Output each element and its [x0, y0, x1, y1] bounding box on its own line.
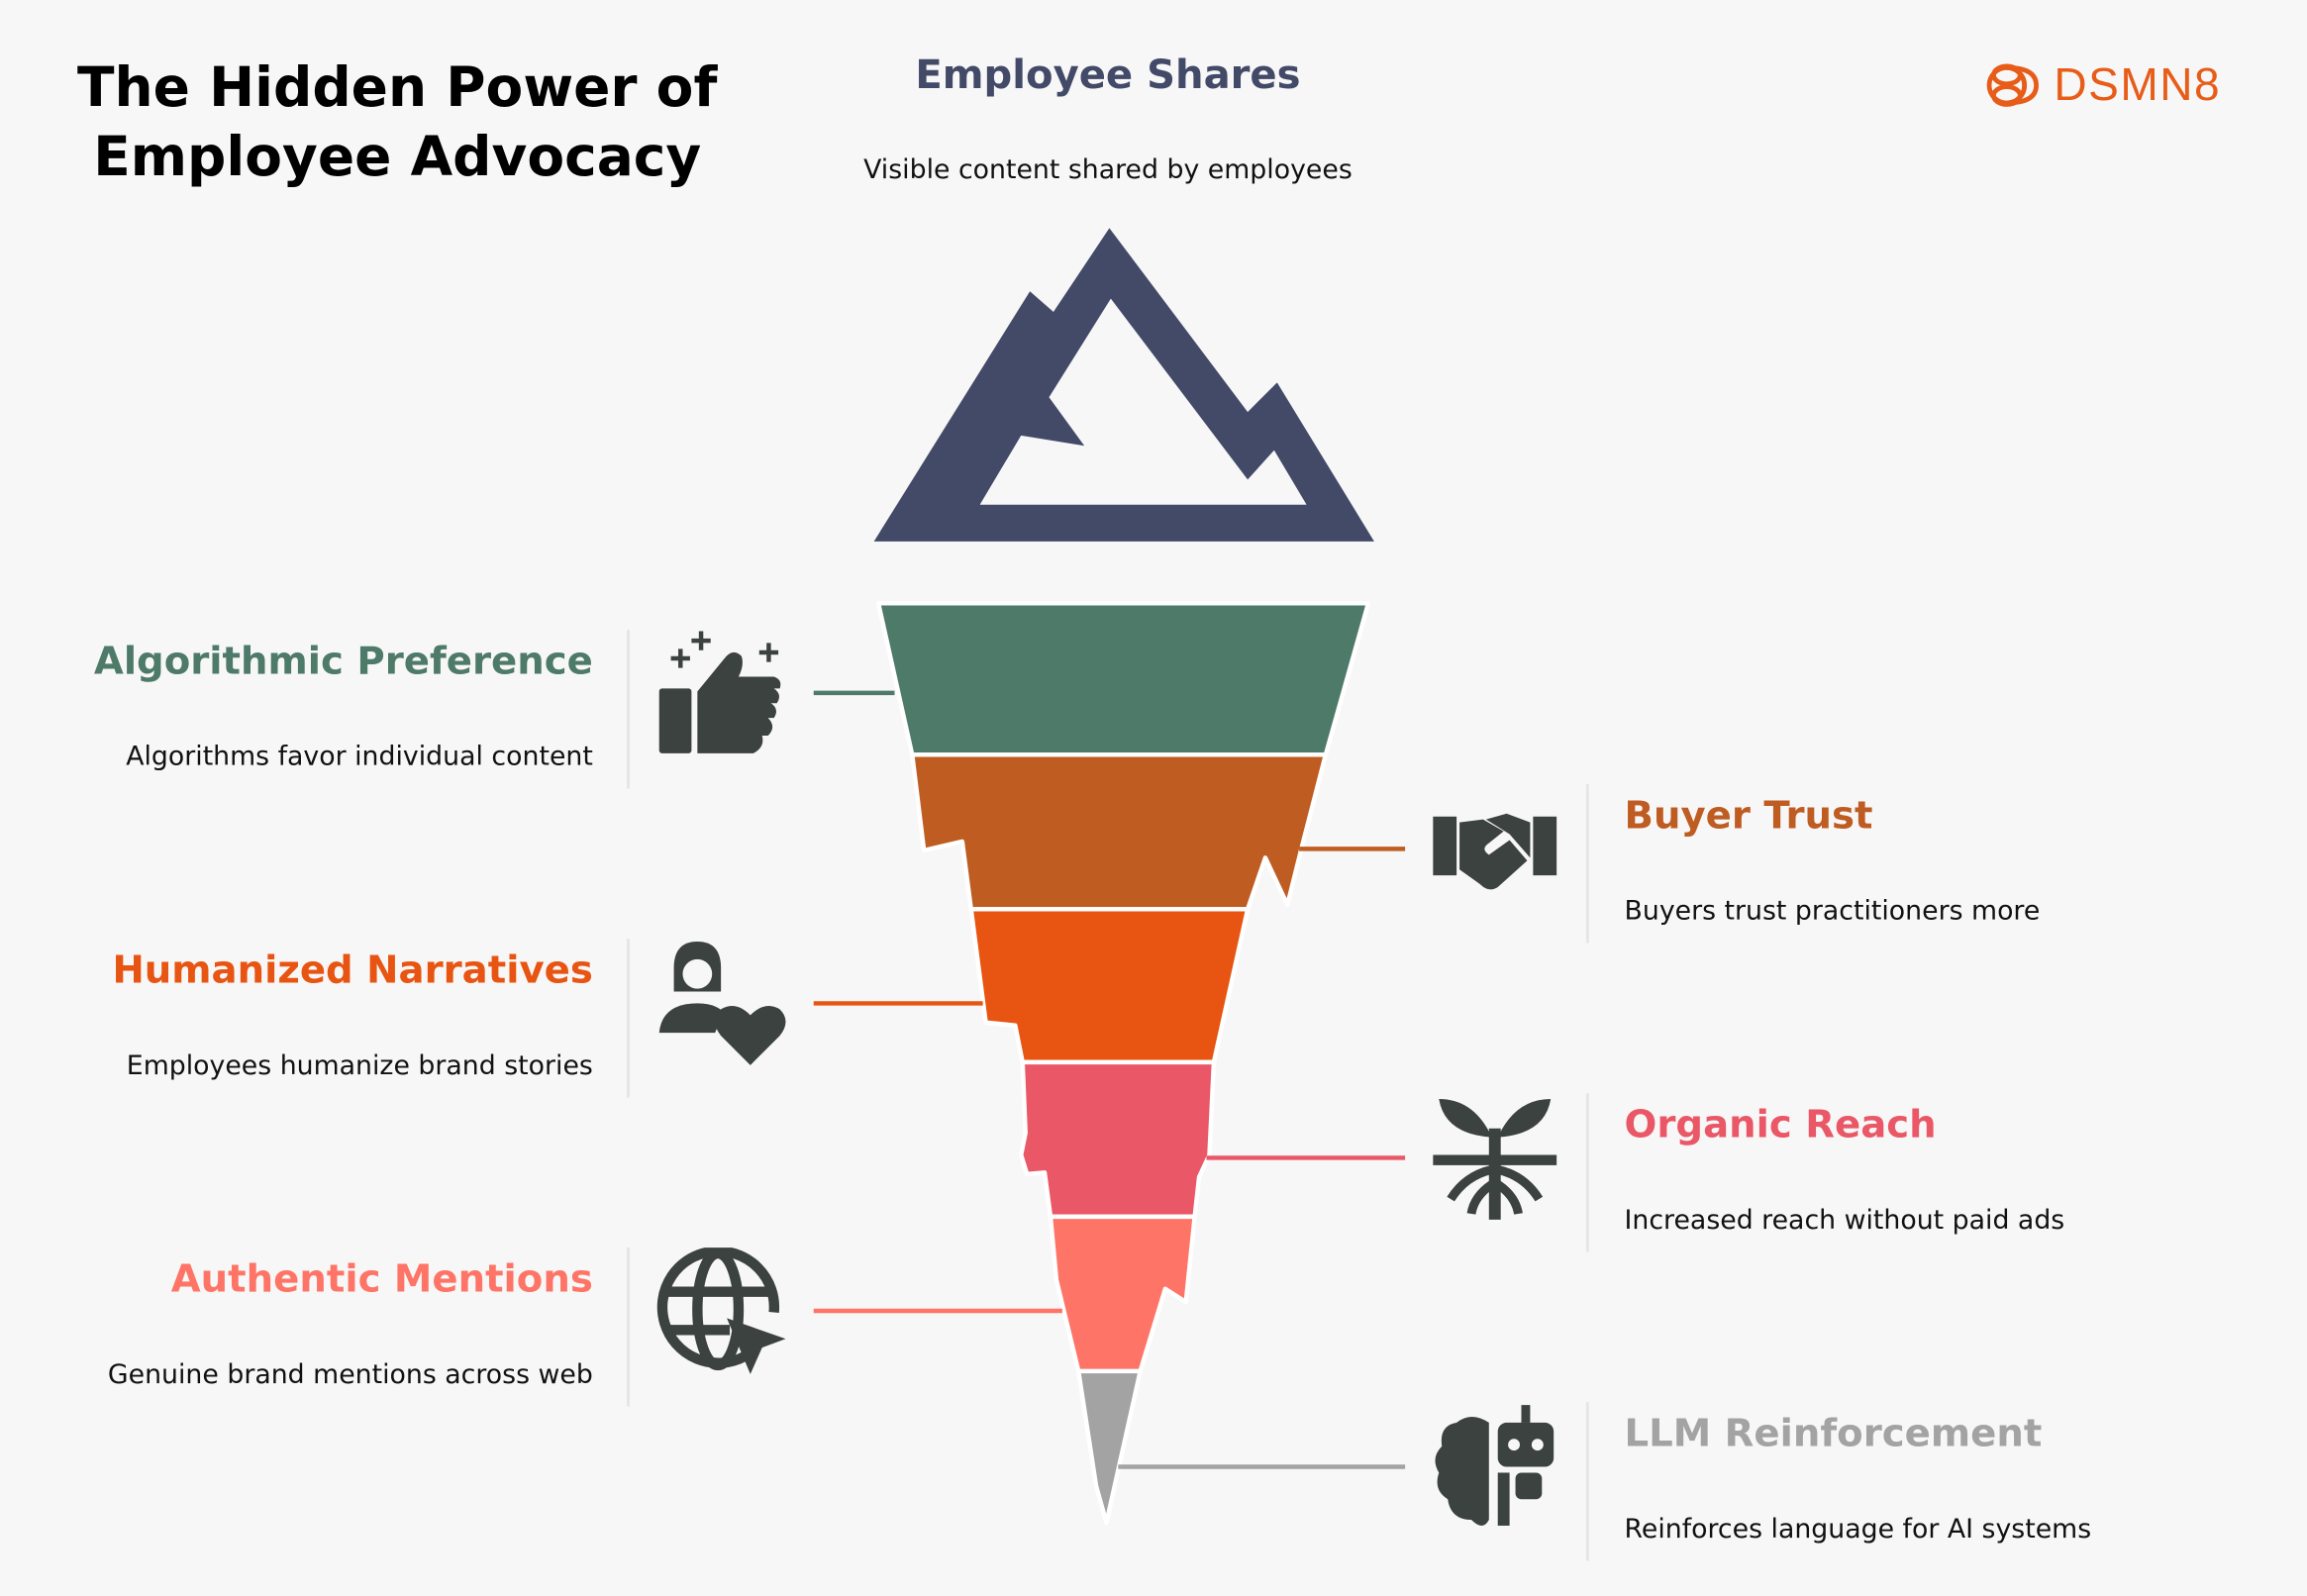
page-title: The Hidden Power of Employee Advocacy — [58, 52, 736, 191]
divider — [627, 939, 630, 1098]
thumbs-up-sparkle-icon — [658, 631, 781, 753]
organic-reach-description: Increased reach without paid ads — [1624, 1205, 2065, 1237]
organic-reach-title: Organic Reach — [1624, 1103, 1937, 1148]
llm-reinforcement-description: Reinforces language for AI systems — [1624, 1514, 2092, 1546]
mountain-tip — [873, 228, 1374, 542]
layer-band-algorithmic-preference — [875, 601, 1371, 757]
logo-rings-icon — [1986, 63, 2039, 107]
employee-shares-description: Visible content shared by employees — [863, 154, 1353, 186]
divider — [1585, 784, 1589, 944]
person-heart-icon — [658, 942, 786, 1065]
algorithmic-preference-description: Algorithms favor individual content — [126, 741, 593, 773]
handshake-icon — [1433, 813, 1557, 890]
layer-band-humanized-narratives — [968, 907, 1251, 1065]
globe-cursor-icon — [656, 1247, 786, 1374]
divider — [1585, 1093, 1589, 1252]
buyer-trust-description: Buyers trust practitioners more — [1624, 895, 2041, 928]
layer-band-llm-reinforcement — [1075, 1368, 1143, 1526]
algorithmic-preference-title: Algorithmic Preference — [93, 640, 593, 684]
buyer-trust-title: Buyer Trust — [1624, 794, 1873, 840]
layer-band-buyer-trust — [910, 752, 1329, 912]
divider — [627, 1247, 630, 1407]
humanized-narratives-title: Humanized Narratives — [112, 948, 593, 994]
llm-reinforcement-title: LLM Reinforcement — [1624, 1412, 2043, 1457]
title-line-2: Employee Advocacy — [93, 125, 702, 189]
dsmn8-logo: DSMN8 — [1986, 55, 2221, 114]
brain-robot-icon — [1435, 1405, 1555, 1526]
authentic-mentions-description: Genuine brand mentions across web — [107, 1359, 593, 1391]
authentic-mentions-title: Authentic Mentions — [170, 1257, 593, 1303]
layer-band-organic-reach — [1019, 1059, 1217, 1220]
title-line-1: The Hidden Power of — [77, 55, 718, 120]
layer-band-authentic-mentions — [1048, 1214, 1197, 1374]
sprout-roots-icon — [1433, 1099, 1557, 1220]
divider — [627, 629, 630, 789]
humanized-narratives-description: Employees humanize brand stories — [126, 1049, 593, 1082]
employee-shares-title: Employee Shares — [915, 52, 1301, 99]
divider — [1585, 1402, 1589, 1561]
logo-text: DSMN8 — [2054, 58, 2222, 111]
